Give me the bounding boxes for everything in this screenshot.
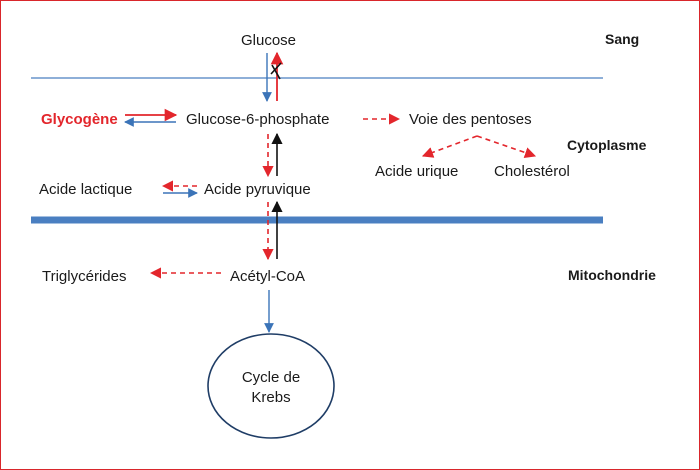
node-voie-des-pentoses: Voie des pentoses xyxy=(409,111,532,128)
blocked-cross-icon xyxy=(270,62,282,80)
zone-label-cytoplasme: Cytoplasme xyxy=(567,137,647,153)
node-glucose: Glucose xyxy=(241,32,296,49)
zone-label-mitochondrie: Mitochondrie xyxy=(568,267,656,283)
node-acide-lactique: Acide lactique xyxy=(39,181,132,198)
krebs-label-line2: Krebs xyxy=(251,389,290,406)
node-acetyl-coa: Acétyl-CoA xyxy=(230,268,305,285)
node-cholesterol: Cholestérol xyxy=(494,163,570,180)
node-glucose-6-phosphate: Glucose-6-phosphate xyxy=(186,111,329,128)
node-triglycerides: Triglycérides xyxy=(42,268,126,285)
node-acide-pyruvique: Acide pyruvique xyxy=(204,181,311,198)
krebs-cycle-circle xyxy=(207,333,335,439)
arrow-pentose-to-uric xyxy=(421,135,478,158)
krebs-label-line1: Cycle de xyxy=(242,369,300,386)
arrow-pentose-to-cholesterol xyxy=(476,135,537,159)
node-glycogene: Glycogène xyxy=(41,111,118,128)
zone-label-sang: Sang xyxy=(605,31,639,47)
node-acide-urique: Acide urique xyxy=(375,163,458,180)
